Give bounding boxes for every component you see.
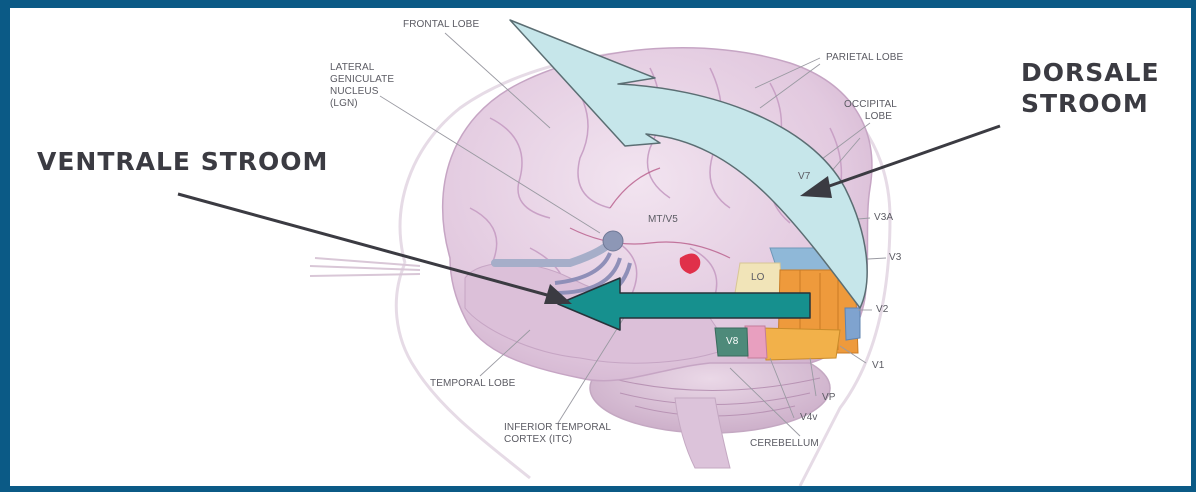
brain-illustration [10,8,1191,486]
label-v1: V1 [872,360,884,372]
callout-dorsal-line2: STROOM [1021,88,1160,119]
label-lgn-line1: LATERAL [330,62,394,74]
label-v7: V7 [798,171,810,183]
callout-dorsal-line1: DORSALE [1021,57,1160,88]
label-itc: INFERIOR TEMPORAL CORTEX (ITC) [504,422,611,446]
callout-ventral-stream: VENTRALE STROOM [37,146,328,177]
label-v3: V3 [889,252,901,264]
label-mt-v5: MT/V5 [648,214,678,226]
label-v3a: V3A [874,212,893,224]
label-v8: V8 [726,336,738,348]
label-lgn-line4: (LGN) [330,98,394,110]
label-vp: VP [822,392,836,404]
lgn-body [603,231,623,251]
label-itc-line2: CORTEX (ITC) [504,434,611,446]
callout-dorsal-stream: DORSALE STROOM [1021,57,1160,119]
area-v1 [762,328,840,360]
label-parietal-lobe: PARIETAL LOBE [826,52,903,64]
label-itc-line1: INFERIOR TEMPORAL [504,422,611,434]
label-v2: V2 [876,304,888,316]
diagram-canvas: FRONTAL LOBE LATERAL GENICULATE NUCLEUS … [10,8,1191,486]
label-frontal-lobe: FRONTAL LOBE [403,19,479,31]
label-lgn: LATERAL GENICULATE NUCLEUS (LGN) [330,62,394,110]
area-vp [845,308,860,340]
label-occipital-lobe: OCCIPITAL LOBE [844,99,897,123]
label-cerebellum: CEREBELLUM [750,438,819,450]
label-occipital-line2: LOBE [844,111,897,123]
label-v4v: V4v [800,412,818,424]
label-lo: LO [751,272,765,284]
label-occipital-line1: OCCIPITAL [844,99,897,111]
label-temporal-lobe: TEMPORAL LOBE [430,378,515,390]
label-lgn-line3: NUCLEUS [330,86,394,98]
label-lgn-line2: GENICULATE [330,74,394,86]
